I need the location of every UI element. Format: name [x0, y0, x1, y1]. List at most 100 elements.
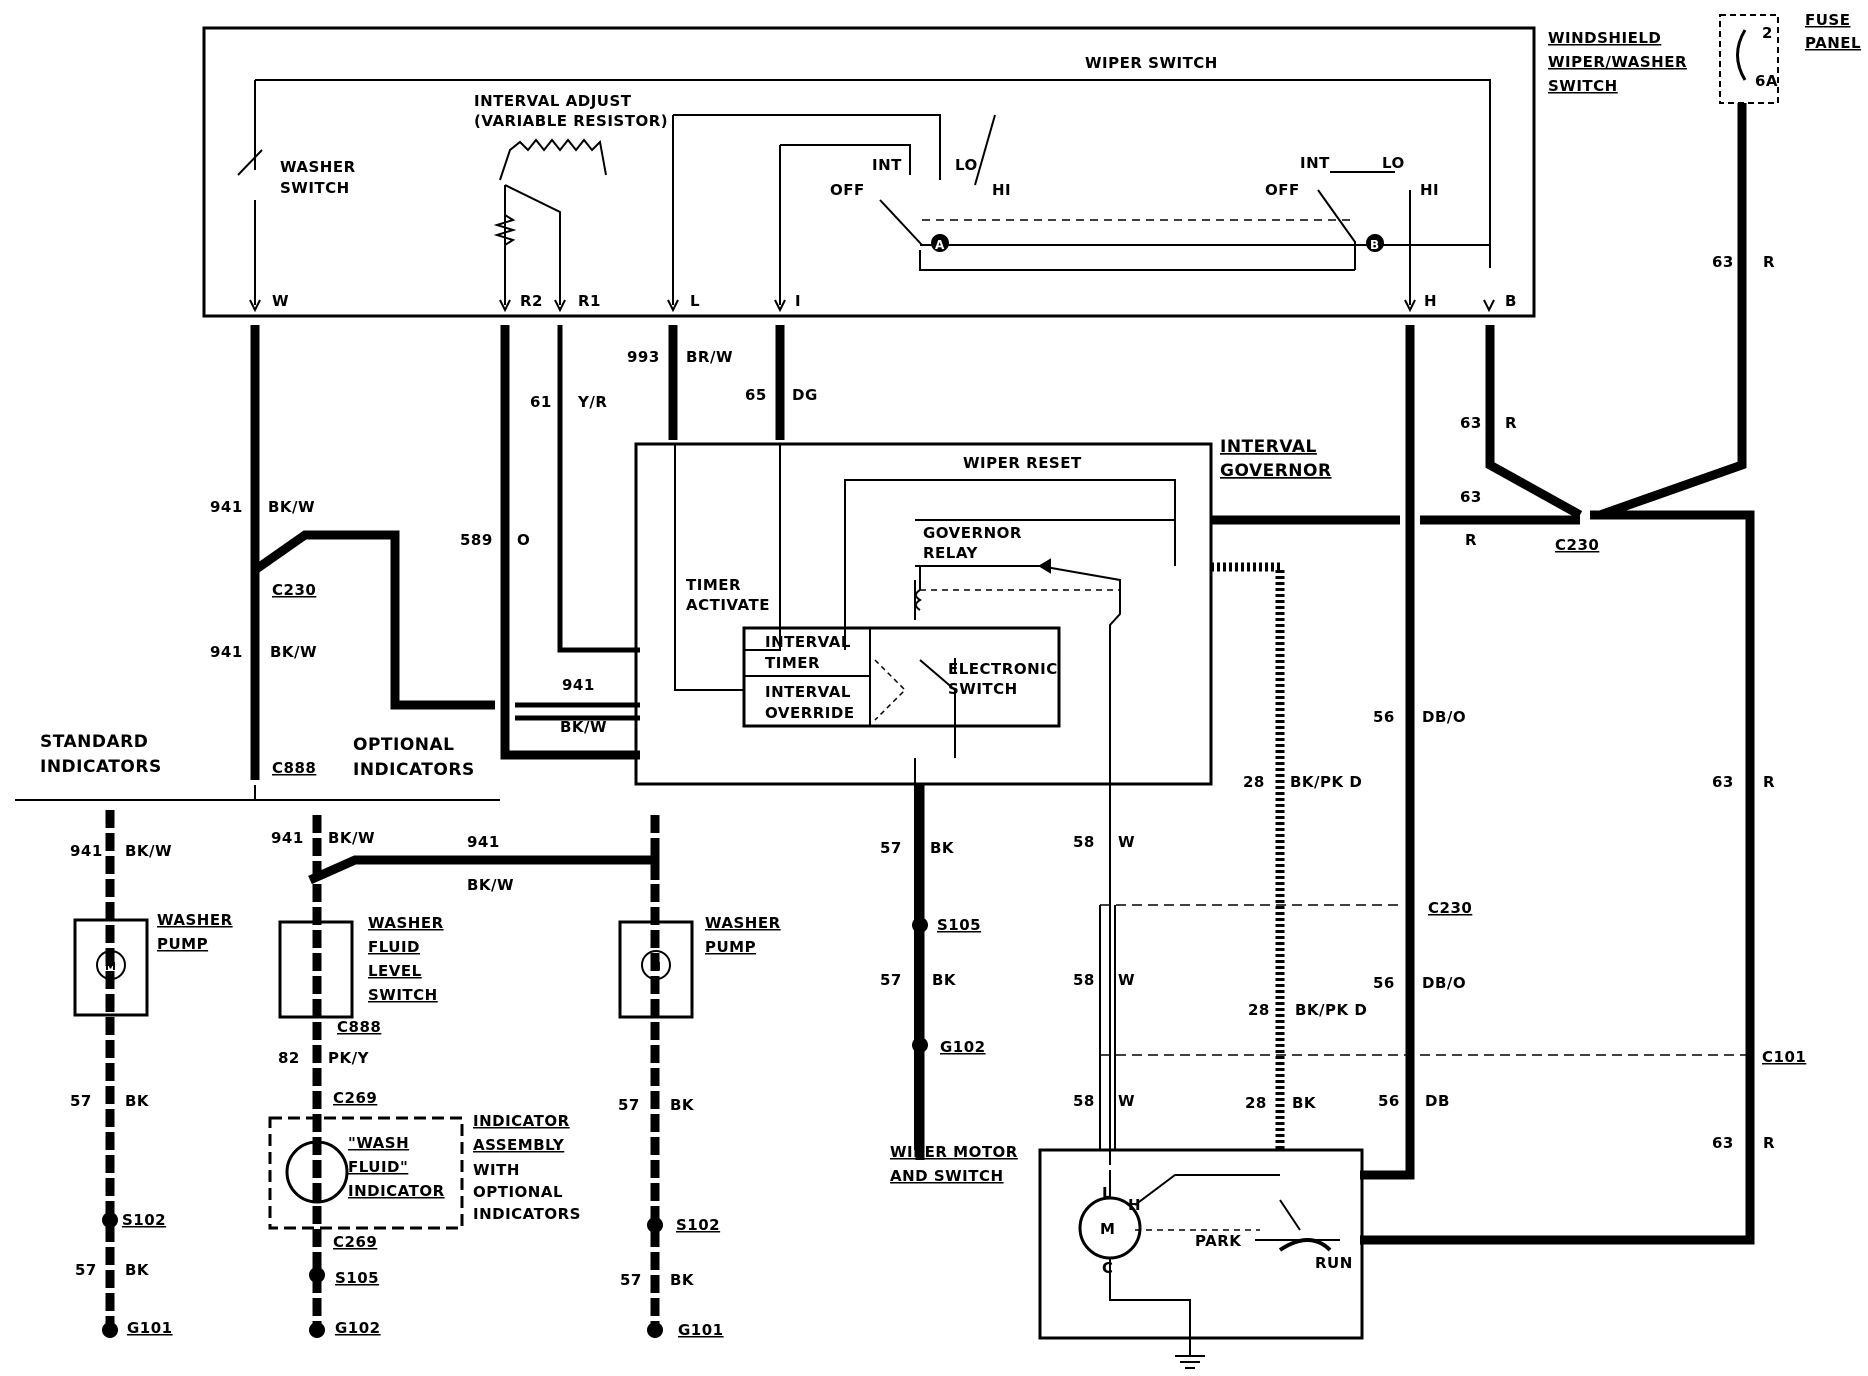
wire-56-color: DB/O [1422, 708, 1466, 726]
washer-pump-opt-label-2: PUMP [705, 938, 756, 956]
wire-63-num-4: 63 [1712, 773, 1734, 791]
g101-label-2: G101 [678, 1321, 724, 1339]
c888-label: C888 [272, 759, 316, 777]
pos-int-right: INT [1300, 154, 1330, 172]
fluid-switch-label: WASHER [368, 914, 444, 932]
interval-override-label-2: OVERRIDE [765, 704, 855, 722]
terminal-r2: R2 [520, 292, 543, 310]
fluid-switch-label-2: FLUID [368, 938, 420, 956]
indicator-assembly-label-3: WITH [473, 1161, 520, 1179]
wire-63-num-3: 63 [1460, 488, 1482, 506]
wire-941-num-5: 941 [271, 829, 304, 847]
terminal-h: H [1424, 292, 1437, 310]
terminal-l: L [690, 292, 700, 310]
wire-57-color-2: BK [932, 971, 957, 989]
s105-splice-icon [912, 917, 928, 933]
fluid-switch-label-3: LEVEL [368, 962, 422, 980]
wiper-motor-label: WIPER MOTOR [890, 1143, 1018, 1161]
wire-57-color-4: BK [125, 1261, 150, 1279]
wire-58-color: W [1118, 833, 1135, 851]
washer-pump-opt-box [618, 920, 694, 1019]
wire-589-color: O [517, 531, 530, 549]
wire-65-color: DG [792, 386, 818, 404]
switch-name-line3: SWITCH [1548, 77, 1618, 95]
wire-28-num-2: 28 [1248, 1001, 1270, 1019]
indicator-assembly-label: INDICATOR [473, 1112, 570, 1130]
s102-label: S102 [122, 1211, 166, 1229]
contact-b-icon [1366, 234, 1384, 252]
wire-57-color-3: BK [125, 1092, 150, 1110]
wiper-switch-box [202, 26, 1536, 318]
motor-h-label: H [1128, 1196, 1141, 1214]
wire-941-num: 941 [210, 498, 243, 516]
relay-label: GOVERNOR [923, 524, 1022, 542]
wire-63-color-2: R [1505, 414, 1517, 432]
indicator-assembly-label-2: ASSEMBLY [473, 1136, 565, 1154]
fuse-panel-label-2: PANEL [1805, 34, 1861, 52]
wire-28-color: BK/PK D [1290, 773, 1362, 791]
c101-label: C101 [1762, 1048, 1806, 1066]
wire-63-color-3: R [1465, 531, 1477, 549]
timer-activate-label-2: ACTIVATE [686, 596, 770, 614]
c269-label: C269 [333, 1089, 377, 1107]
wire-941-num-3: 941 [562, 676, 595, 694]
pos-lo-right: LO [1382, 154, 1405, 172]
washer-pump-std-box [73, 918, 149, 1017]
wire-82-color: PK/Y [328, 1049, 370, 1067]
wire-58-num-3: 58 [1073, 1092, 1095, 1110]
wire-941-color: BK/W [268, 498, 315, 516]
washer-pump-std-label: WASHER [157, 911, 233, 929]
c230-label: C230 [272, 581, 316, 599]
g102-label-2: G102 [335, 1319, 381, 1337]
wire-993-color: BR/W [686, 348, 733, 366]
wire-61-num: 61 [530, 393, 552, 411]
interval-timer-label: INTERVAL [765, 633, 851, 651]
washer-switch-label-2: SWITCH [280, 179, 350, 197]
wire-58-color-3: W [1118, 1092, 1135, 1110]
g102-ground-icon [309, 1322, 325, 1338]
wire-57-color-6: BK [670, 1271, 695, 1289]
wash-fluid-label: "WASH [348, 1134, 409, 1152]
switch-name-line1: WINDSHIELD [1548, 29, 1661, 47]
wire-941-color-5: BK/W [328, 829, 375, 847]
wire-993-num: 993 [627, 348, 660, 366]
electronic-switch-label-2: SWITCH [948, 680, 1018, 698]
governor-title-2: GOVERNOR [1220, 461, 1332, 481]
optional-indicators-label: OPTIONAL [353, 735, 455, 755]
wiper-motor-label-2: AND SWITCH [890, 1167, 1004, 1185]
wire-58-num-2: 58 [1073, 971, 1095, 989]
indicator-assembly-label-5: INDICATORS [473, 1205, 581, 1223]
pos-off-right: OFF [1265, 181, 1300, 199]
standard-indicators-label: STANDARD [40, 732, 148, 752]
wire-82-num: 82 [278, 1049, 300, 1067]
g102-ground-icon [912, 1037, 928, 1053]
washer-pump-std-label-2: PUMP [157, 935, 208, 953]
terminal-w: W [272, 292, 289, 310]
wire-57-num: 57 [880, 839, 902, 857]
wire-63-color: R [1763, 253, 1775, 271]
wire-57-num-3: 57 [70, 1092, 92, 1110]
switch-name-line2: WIPER/WASHER [1548, 53, 1687, 71]
s105-splice-icon [309, 1267, 325, 1283]
fuse-panel-box [1719, 14, 1779, 104]
wire-28-color-2: BK/PK D [1295, 1001, 1367, 1019]
run-label: RUN [1315, 1254, 1353, 1272]
indicator-assembly-box [268, 1116, 464, 1230]
wire-56-color-3: DB [1425, 1092, 1450, 1110]
wire-61-color: Y/R [577, 393, 607, 411]
wire-56-num-2: 56 [1373, 974, 1395, 992]
motor-m-label: M [1100, 1220, 1115, 1238]
interval-adjust-label-2: (VARIABLE RESISTOR) [474, 112, 668, 130]
indicator-assembly-label-4: OPTIONAL [473, 1183, 563, 1201]
wire-28-color-3: BK [1292, 1094, 1317, 1112]
wire-63-color-4: R [1763, 773, 1775, 791]
fuse-panel-label: FUSE [1805, 11, 1850, 29]
s102-splice-icon [102, 1212, 118, 1228]
optional-indicators-label-2: INDICATORS [353, 760, 475, 780]
wire-941-color-2: BK/W [270, 643, 317, 661]
s105-label: S105 [937, 916, 981, 934]
standard-indicators-label-2: INDICATORS [40, 757, 162, 777]
electronic-switch-label: ELECTRONIC [948, 660, 1058, 678]
wire-63-num-5: 63 [1712, 1134, 1734, 1152]
fluid-switch-label-4: SWITCH [368, 986, 438, 1004]
